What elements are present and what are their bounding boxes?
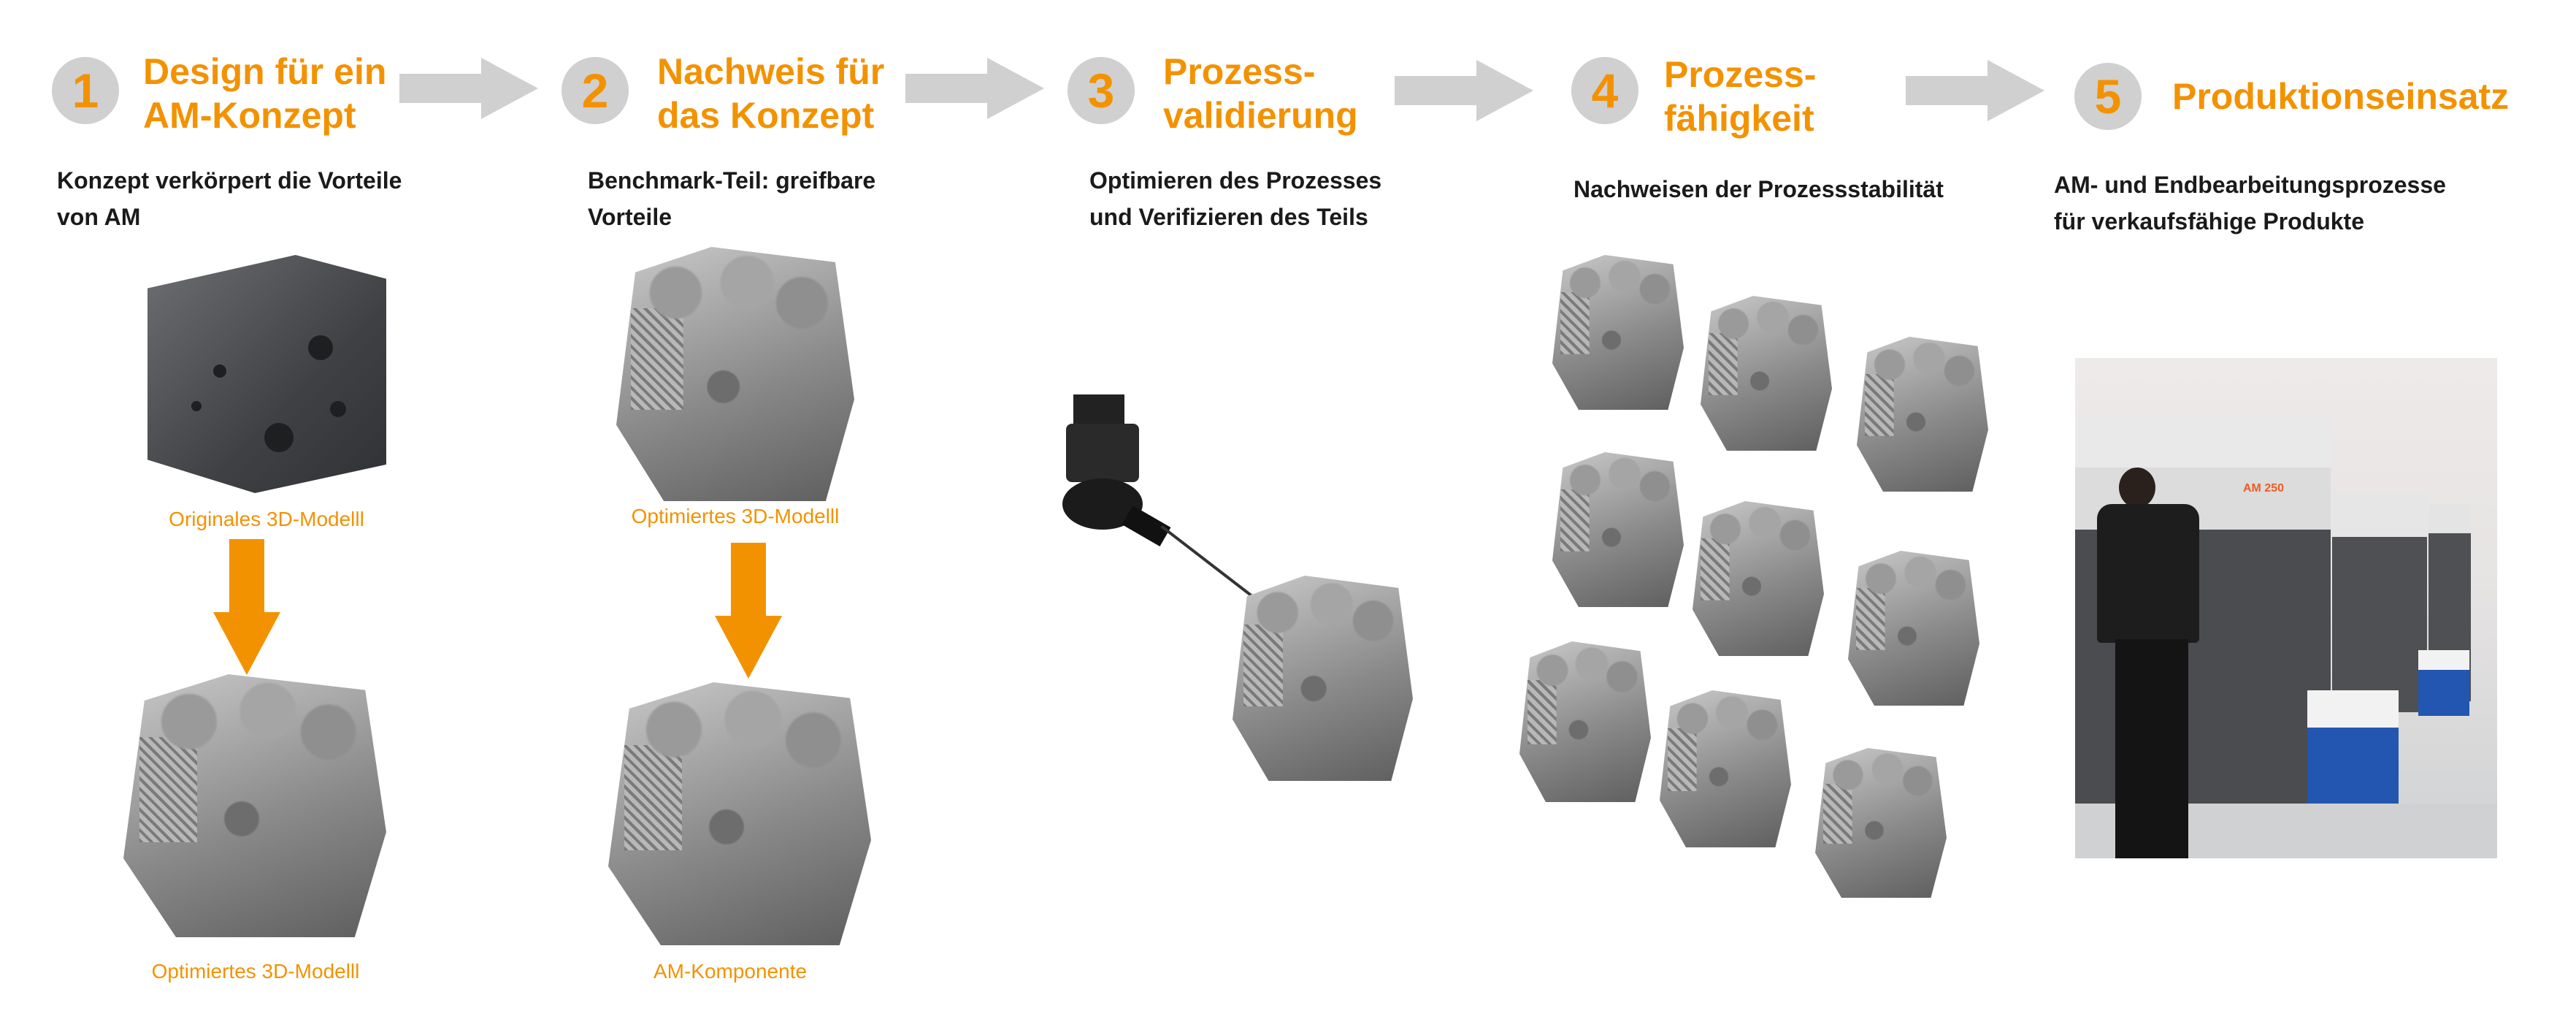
subtitle-line: Nachweisen der Prozessstabilität bbox=[1573, 176, 1944, 202]
step-5-number: 5 bbox=[2074, 63, 2142, 130]
subtitle-line: AM- und Endbearbeitungsprozesse bbox=[2054, 172, 2446, 198]
subtitle-line: Konzept verkörpert die Vorteile bbox=[57, 167, 402, 194]
optimized-model-image bbox=[616, 247, 854, 501]
caption-optimized-model: Optimiertes 3D-Modelll bbox=[151, 960, 360, 983]
step-1-title: Design für ein AM-Konzept bbox=[143, 50, 386, 137]
step-1-number: 1 bbox=[52, 57, 119, 124]
subtitle-line: Benchmark-Teil: greifbare bbox=[588, 167, 876, 194]
subtitle-line: Optimieren des Prozesses bbox=[1089, 167, 1382, 194]
printed-part-image bbox=[1701, 296, 1832, 451]
step-1-subtitle: Konzept verkörpert die Vorteile von AM bbox=[57, 162, 402, 235]
title-line: Design für ein bbox=[143, 51, 387, 92]
step-3-title: Prozess- validierung bbox=[1163, 50, 1358, 137]
subtitle-line: von AM bbox=[57, 204, 141, 230]
step-5-subtitle: AM- und Endbearbeitungsprozesse für verk… bbox=[2054, 167, 2446, 240]
subtitle-line: für verkaufsfähige Produkte bbox=[2054, 208, 2364, 234]
title-line: validierung bbox=[1163, 95, 1358, 136]
probe-stylus bbox=[1161, 526, 1257, 600]
printed-part-image bbox=[1519, 641, 1651, 802]
printed-part-image bbox=[1660, 690, 1791, 847]
title-line: das Konzept bbox=[657, 95, 875, 136]
subtitle-line: und Verifizieren des Teils bbox=[1089, 204, 1368, 230]
printed-part-image bbox=[1848, 551, 1979, 706]
step-2-number: 2 bbox=[561, 57, 629, 124]
machine-label: AM 250 bbox=[2243, 482, 2285, 495]
arrow-down-icon bbox=[715, 543, 782, 679]
production-floor-photo: AM 250 bbox=[2075, 358, 2497, 858]
arrow-right-icon bbox=[399, 58, 538, 119]
arrow-right-icon bbox=[905, 58, 1044, 119]
step-5-title: Produktionseinsatz bbox=[2172, 75, 2509, 118]
caption-original-model: Originales 3D-Modelll bbox=[169, 508, 364, 530]
cmm-probe-head-image bbox=[1051, 394, 1176, 552]
caption-am-component: AM-Komponente bbox=[653, 960, 808, 983]
step-4-title: Prozess- fähigkeit bbox=[1664, 53, 1816, 140]
am-component-image bbox=[608, 682, 871, 945]
original-block-model-image bbox=[147, 255, 386, 493]
title-line: Produktionseinsatz bbox=[2172, 76, 2510, 117]
step-2-subtitle: Benchmark-Teil: greifbare Vorteile bbox=[588, 162, 875, 235]
title-line: AM-Konzept bbox=[143, 95, 356, 136]
step-3-number: 3 bbox=[1067, 57, 1135, 124]
title-line: fähigkeit bbox=[1664, 98, 1814, 139]
optimized-model-image bbox=[123, 674, 386, 937]
step-2-title: Nachweis für das Konzept bbox=[657, 50, 884, 137]
arrow-down-icon bbox=[213, 539, 280, 675]
printed-part-image bbox=[1552, 255, 1684, 410]
step-4-number: 4 bbox=[1571, 57, 1638, 124]
printed-part-image bbox=[1552, 452, 1684, 607]
printed-part-image bbox=[1693, 501, 1824, 656]
printed-part-image bbox=[1815, 748, 1947, 898]
title-line: Nachweis für bbox=[657, 51, 885, 92]
caption-optimized-model: Optimiertes 3D-Modelll bbox=[631, 505, 840, 527]
inspected-part-image bbox=[1233, 576, 1413, 781]
printed-part-image bbox=[1857, 337, 1988, 492]
title-line: Prozess- bbox=[1664, 54, 1817, 95]
subtitle-line: Vorteile bbox=[588, 204, 672, 230]
arrow-right-icon bbox=[1906, 60, 2044, 121]
title-line: Prozess- bbox=[1163, 51, 1316, 92]
arrow-right-icon bbox=[1395, 60, 1533, 121]
step-3-subtitle: Optimieren des Prozesses und Verifiziere… bbox=[1089, 162, 1381, 235]
step-4-subtitle: Nachweisen der Prozessstabilität bbox=[1573, 171, 1944, 207]
